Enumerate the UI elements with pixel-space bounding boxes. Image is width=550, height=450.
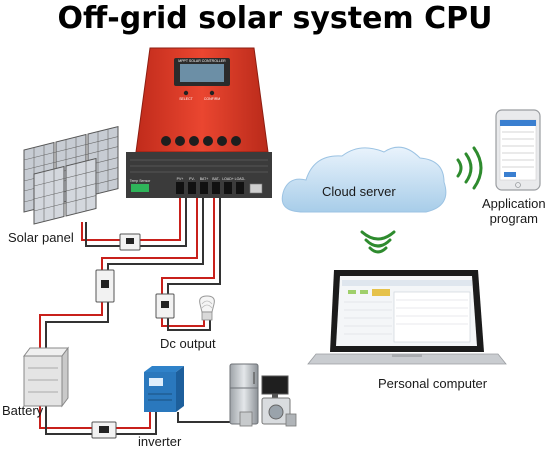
cloud-icon bbox=[281, 146, 447, 213]
lightbulb-icon bbox=[199, 295, 215, 321]
appliances-icon bbox=[229, 363, 297, 427]
personal-computer-label: Personal computer bbox=[378, 376, 488, 391]
terminal-label-bat-minus: BAT- bbox=[212, 177, 220, 181]
screen-caption: MPPT SOLAR CONTROLLER bbox=[178, 59, 226, 63]
breaker-icon bbox=[95, 269, 115, 303]
wifi-icon bbox=[360, 230, 396, 254]
terminal-label-bat-plus: BAT+ bbox=[200, 177, 209, 181]
page-title: Off-grid solar system CPU bbox=[57, 1, 493, 36]
confirm-button-label: CONFIRM bbox=[204, 97, 220, 101]
application-program-label: Application program bbox=[482, 196, 546, 226]
ethernet-port bbox=[249, 183, 263, 194]
terminal-label-load-minus: LOAD- bbox=[235, 177, 247, 181]
breaker-icon bbox=[119, 233, 141, 251]
temp-sensor-label: Temp Sensor bbox=[130, 179, 151, 183]
laptop-icon bbox=[307, 270, 507, 365]
cloud-server-label: Cloud server bbox=[322, 184, 396, 199]
solar-charge-controller: MPPT SOLAR CONTROLLER SELECT CONFIRM bbox=[126, 47, 272, 198]
inverter-label: inverter bbox=[138, 434, 182, 449]
select-button[interactable] bbox=[183, 90, 189, 96]
confirm-button[interactable] bbox=[209, 90, 215, 96]
smartphone-icon bbox=[495, 109, 541, 191]
lcd-screen bbox=[180, 64, 224, 82]
terminal-screws bbox=[176, 182, 244, 194]
dc-output-label: Dc output bbox=[160, 336, 216, 351]
wiring bbox=[39, 195, 233, 435]
terminal-label-pv-plus: PV+ bbox=[177, 177, 184, 181]
breaker-icon bbox=[91, 421, 117, 439]
terminal-label-load-plus: LOAD+ bbox=[222, 177, 234, 181]
battery-label: Battery bbox=[2, 403, 44, 418]
terminal-label-pv-minus: PV- bbox=[189, 177, 195, 181]
cable-glands bbox=[161, 136, 241, 146]
solar-panel-label: Solar panel bbox=[8, 230, 74, 245]
solar-panels bbox=[23, 125, 119, 225]
wifi-icon bbox=[456, 146, 483, 190]
select-button-label: SELECT bbox=[179, 97, 193, 101]
inverter-icon bbox=[144, 366, 184, 412]
breaker-icon bbox=[155, 293, 175, 319]
temp-sensor-port bbox=[131, 184, 149, 192]
battery-icon bbox=[23, 346, 69, 408]
